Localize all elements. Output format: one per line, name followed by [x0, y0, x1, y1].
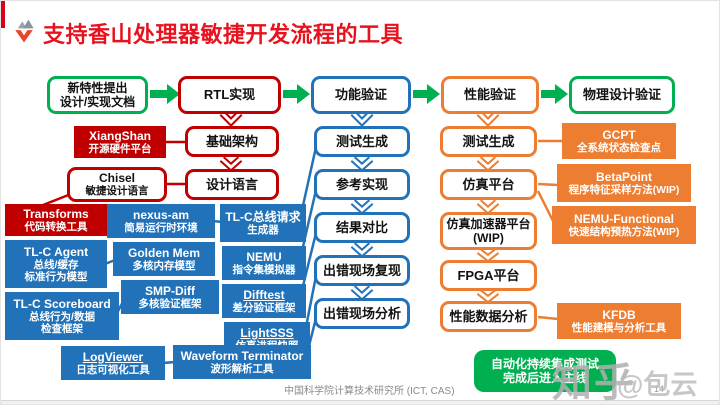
stage-arrow-icons — [150, 84, 568, 104]
perf-step-performance-data-analysis: 性能数据分析 — [440, 301, 537, 332]
zhihu-watermark: 知乎 — [552, 361, 636, 405]
tool-logviewer: LogViewer 日志可视化工具 — [61, 346, 165, 380]
tool-tlc-bus-request-generator: TL-C总线请求 生成器 — [220, 204, 306, 242]
ci-note: 自动化持续集成测试 完成后进入主线 — [474, 350, 616, 392]
accent-stripe — [1, 1, 5, 28]
slide-bottom-edge — [1, 400, 719, 404]
perf-step-fpga-platform: FPGA平台 — [440, 260, 537, 291]
perf-step-emulation-accelerator: 仿真加速器平台 (WIP) — [440, 212, 537, 250]
author-watermark: @包云岗 — [617, 370, 698, 400]
page-number: 14 — [654, 384, 665, 394]
perf-step-test-generation: 测试生成 — [440, 126, 537, 157]
tool-nemu-functional: NEMU-Functional 快速结构预热方法(WIP) — [552, 206, 696, 244]
stage-feature-design: 新特性提出 设计/实现文档 — [47, 76, 148, 114]
red-connectors — [42, 140, 185, 207]
stage-physical-design-verification: 物理设计验证 — [569, 76, 675, 114]
perf-step-simulation-platform: 仿真平台 — [440, 169, 537, 200]
func-step-test-generation: 测试生成 — [314, 126, 410, 157]
func-step-error-scene-analysis: 出错现场分析 — [314, 298, 410, 329]
tool-transforms: Transforms 代码转换工具 — [5, 204, 107, 236]
orange-connectors — [536, 139, 562, 321]
func-step-error-scene-reproduction: 出错现场复现 — [314, 255, 410, 286]
tool-waveform-terminator: Waveform Terminator 波形解析工具 — [173, 345, 311, 379]
tool-gcpt: GCPT 全系统状态检查点 — [562, 123, 676, 159]
tool-betapoint: BetaPoint 程序特征采样方法(WIP) — [557, 164, 691, 202]
tool-tlc-agent: TL-C Agent 总线/缓存 标准行为模型 — [5, 240, 107, 288]
func-step-reference-implementation: 参考实现 — [314, 169, 410, 200]
page-title: 支持香山处理器敏捷开发流程的工具 — [43, 22, 404, 47]
footer-affiliation: 中国科学院计算技术研究所 (ICT, CAS) — [284, 386, 455, 397]
stage-performance-verification: 性能验证 — [441, 76, 539, 114]
tool-tlc-scoreboard: TL-C Scoreboard 总线行为/数据 检查框架 — [5, 292, 119, 340]
tool-xiangshan: XiangShan 开源硬件平台 — [74, 126, 166, 158]
tool-nemu: NEMU 指令集模拟器 — [222, 246, 306, 280]
tool-smp-diff: SMP-Diff 多核验证框架 — [121, 280, 219, 314]
xiangshan-mountain-logo-icon — [15, 19, 34, 43]
stage-functional-verification: 功能验证 — [311, 76, 411, 114]
tool-chisel: Chisel 敏捷设计语言 — [67, 167, 167, 202]
tool-kfdb: KFDB 性能建模与分析工具 — [557, 303, 681, 339]
func-step-result-comparison: 结果对比 — [314, 212, 410, 243]
rtl-step-design-language: 设计语言 — [185, 169, 279, 200]
rtl-step-base-architecture: 基础架构 — [185, 126, 279, 157]
tool-golden-mem: Golden Mem 多核内存模型 — [113, 242, 215, 276]
stage-rtl: RTL实现 — [178, 76, 281, 114]
tool-nexus-am: nexus-am 简易运行时环境 — [107, 204, 215, 238]
tool-difftest: Difftest 差分验证框架 — [222, 284, 306, 318]
